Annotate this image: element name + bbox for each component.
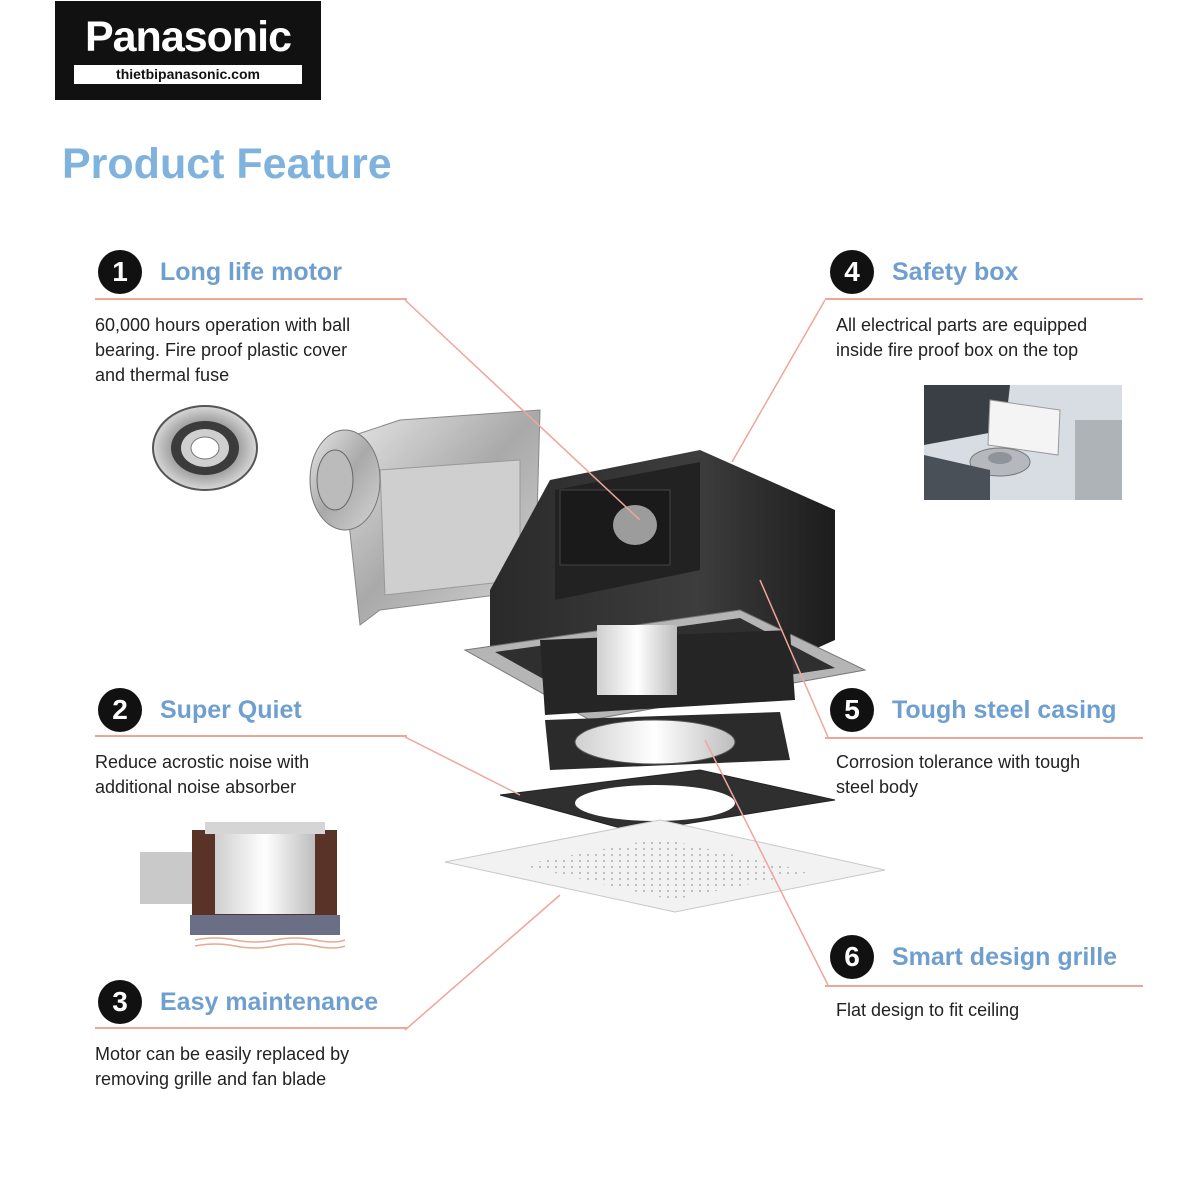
feature-divider <box>95 735 407 737</box>
feature-divider <box>95 298 407 300</box>
panasonic-logo: Panasonic thietbipanasonic.com <box>55 1 321 100</box>
feature-description: Flat design to fit ceiling <box>836 1000 1020 1020</box>
feature-description: 60,000 hours operation with ball bearing… <box>95 315 351 385</box>
fan-unit-image <box>309 409 886 913</box>
feature-divider <box>825 737 1143 739</box>
feature-number-badge: 3 <box>98 980 142 1024</box>
feature-title: Easy maintenance <box>160 988 379 1016</box>
feature-title: Tough steel casing <box>892 696 1117 724</box>
ball-bearing-image <box>152 405 258 491</box>
feature-number-badge: 1 <box>98 250 142 294</box>
feature-divider <box>95 1027 407 1029</box>
feature-title: Safety box <box>892 258 1019 286</box>
feature-number-badge: 6 <box>830 935 874 979</box>
logo-brand-text: Panasonic <box>84 13 292 61</box>
feature-description: Corrosion tolerance with tough steel bod… <box>836 752 1081 797</box>
feature-description: All electrical parts are equipped inside… <box>836 315 1088 360</box>
feature-number-badge: 2 <box>98 688 142 732</box>
logo-url-text: thietbipanasonic.com <box>74 65 302 84</box>
feature-description: Motor can be easily replaced by removing… <box>95 1044 350 1089</box>
feature-divider <box>825 298 1143 300</box>
feature-title: Long life motor <box>160 258 342 286</box>
feature-description: Reduce acrostic noise with additional no… <box>95 752 310 797</box>
page-title: Product Feature <box>62 140 392 188</box>
feature-divider <box>825 985 1143 987</box>
feature-number-badge: 5 <box>830 688 874 732</box>
leader-lines <box>404 299 829 1031</box>
feature-title: Super Quiet <box>160 696 302 724</box>
noise-absorber-image <box>140 822 346 949</box>
safety-box-image <box>924 385 1122 500</box>
feature-number-badge: 4 <box>830 250 874 294</box>
feature-title: Smart design grille <box>892 943 1118 971</box>
